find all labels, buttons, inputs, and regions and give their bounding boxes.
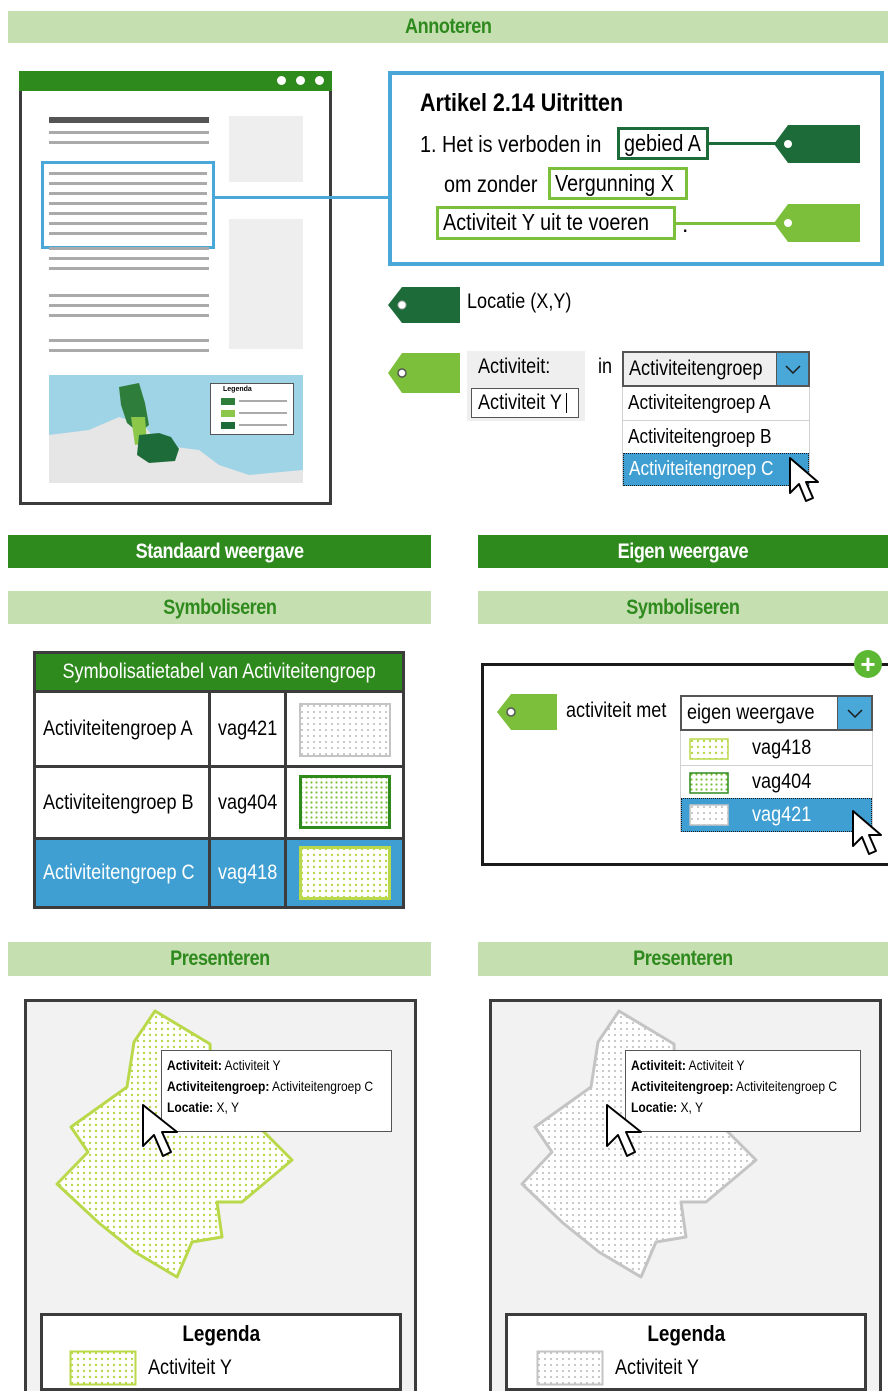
activity-tag-icon [497, 694, 557, 730]
annoteren-title: Annoteren [404, 15, 492, 38]
location-tag-icon [388, 287, 460, 323]
activity-group-options: Activiteitengroep A Activiteitengroep B … [622, 387, 810, 486]
location-label: Locatie (X,Y) [467, 290, 572, 313]
custom-label: activiteit met [566, 699, 667, 722]
standaard-weergave-heading: Standaard weergave [8, 535, 431, 568]
table-row-selected: Activiteitengroep C [36, 840, 208, 906]
window-titlebar [19, 71, 332, 91]
area-polygon-lime [55, 1009, 294, 1279]
swatch-vag404-icon [299, 775, 391, 829]
in-label: in [598, 355, 613, 378]
annoteren-header: Annoteren [8, 11, 888, 43]
left-present-map: Activiteit: Activiteit Y Activiteitengro… [24, 999, 417, 1391]
cursor-arrow-icon [606, 1104, 642, 1157]
eigen-weergave-heading: Eigen weergave [478, 535, 888, 568]
window-dot-icon [277, 76, 286, 85]
chevron-down-icon[interactable] [776, 353, 808, 385]
right-present-map: Activiteit: Activiteit Y Activiteitengro… [489, 999, 882, 1391]
highlighted-paragraph[interactable] [41, 161, 215, 249]
legend-swatch-icon [69, 1350, 137, 1386]
custom-select[interactable]: eigen weergave [680, 695, 873, 731]
area-polygon-grey [520, 1009, 758, 1279]
window-dot-icon [315, 76, 324, 85]
swatch-cell [287, 693, 402, 765]
option-activiteitengroep-a[interactable]: Activiteitengroep A [628, 392, 771, 414]
chevron-down-icon[interactable] [837, 697, 871, 729]
mini-map: Legenda [49, 375, 303, 483]
feature-popup: Activiteit: Activiteit Y Activiteitengro… [161, 1050, 392, 1132]
tag-connector [709, 142, 781, 145]
table-cell-code: vag418 [211, 840, 284, 906]
table-title: Symbolisatietabel van Activiteitengroep [36, 654, 402, 690]
right-legend: Legenda Activiteit Y [505, 1313, 867, 1391]
window-dot-icon [296, 76, 305, 85]
table-row: Activiteitengroep A [36, 693, 208, 765]
light-label-tag-icon [774, 204, 860, 242]
swatch-vag418-icon [689, 738, 729, 760]
tag-gebied-a[interactable]: gebied A [617, 127, 709, 160]
swatch-vag421-icon [689, 804, 729, 826]
tag-connector [676, 222, 781, 225]
doc-text-line [49, 141, 209, 144]
connector-line [212, 196, 390, 199]
table-cell-code: vag421 [211, 693, 284, 765]
presenteren-left-heading: Presenteren [8, 942, 431, 976]
legend-swatch-icon [536, 1350, 604, 1386]
add-icon[interactable]: + [854, 650, 882, 678]
symboliseren-left-heading: Symboliseren [8, 591, 431, 624]
table-row: Activiteitengroep B [36, 768, 208, 837]
cursor-arrow-icon [142, 1104, 178, 1157]
table-cell-code: vag404 [211, 768, 284, 837]
mini-map-legend: Legenda [210, 383, 294, 435]
activity-group-select[interactable]: Activiteitengroep [622, 351, 810, 387]
dark-label-tag-icon [774, 125, 860, 163]
doc-text-line [49, 131, 209, 134]
doc-heading-line [49, 117, 209, 123]
swatch-cell [287, 768, 402, 837]
activity-input[interactable]: Activiteit Y [471, 388, 579, 418]
legend-title: Legenda [647, 1321, 725, 1346]
swatch-vag421-icon [299, 703, 391, 757]
cursor-arrow-icon [852, 810, 882, 855]
article-title: Artikel 2.14 Uitritten [420, 89, 624, 117]
swatch-vag418-icon [299, 846, 391, 900]
select-value: Activiteitengroep [629, 357, 763, 380]
tag-vergunning-x[interactable]: Vergunning X [548, 167, 688, 200]
select-value: eigen weergave [687, 701, 815, 724]
option-activiteitengroep-b[interactable]: Activiteitengroep B [623, 420, 809, 453]
legend-item-label: Activiteit Y [615, 1356, 699, 1379]
option-activiteitengroep-c[interactable]: Activiteitengroep C [623, 453, 809, 486]
swatch-cell [287, 840, 402, 906]
doc-side-block [229, 116, 303, 182]
symbolisation-table: Symbolisatietabel van Activiteitengroep … [33, 651, 405, 909]
presenteren-right-heading: Presenteren [478, 942, 888, 976]
article-line-2: om zonder [444, 171, 538, 197]
feature-popup: Activiteit: Activiteit Y Activiteitengro… [625, 1050, 861, 1132]
left-legend: Legenda Activiteit Y [40, 1313, 402, 1391]
option-vag404[interactable]: vag404 [681, 765, 872, 798]
legend-item-label: Activiteit Y [148, 1356, 232, 1379]
option-vag418[interactable]: vag418 [681, 731, 872, 765]
custom-options: vag418 vag404 vag421 [680, 731, 873, 832]
option-vag421[interactable]: vag421 [681, 798, 872, 832]
activity-tag-icon [388, 353, 460, 393]
article-line-1: 1. Het is verboden in [420, 131, 602, 157]
symboliseren-right-heading: Symboliseren [478, 591, 888, 624]
cursor-arrow-icon [789, 457, 819, 502]
tag-activiteit-y[interactable]: Activiteit Y uit te voeren [436, 206, 676, 240]
activity-label: Activiteit: [478, 355, 551, 378]
swatch-vag404-icon [689, 772, 729, 794]
article-box: Artikel 2.14 Uitritten 1. Het is verbode… [388, 71, 884, 266]
legend-title: Legenda [182, 1321, 260, 1346]
doc-side-block [229, 219, 303, 349]
custom-symbol-box: + activiteit met eigen weergave vag418 v… [481, 650, 888, 866]
document-window: Legenda [19, 71, 332, 505]
